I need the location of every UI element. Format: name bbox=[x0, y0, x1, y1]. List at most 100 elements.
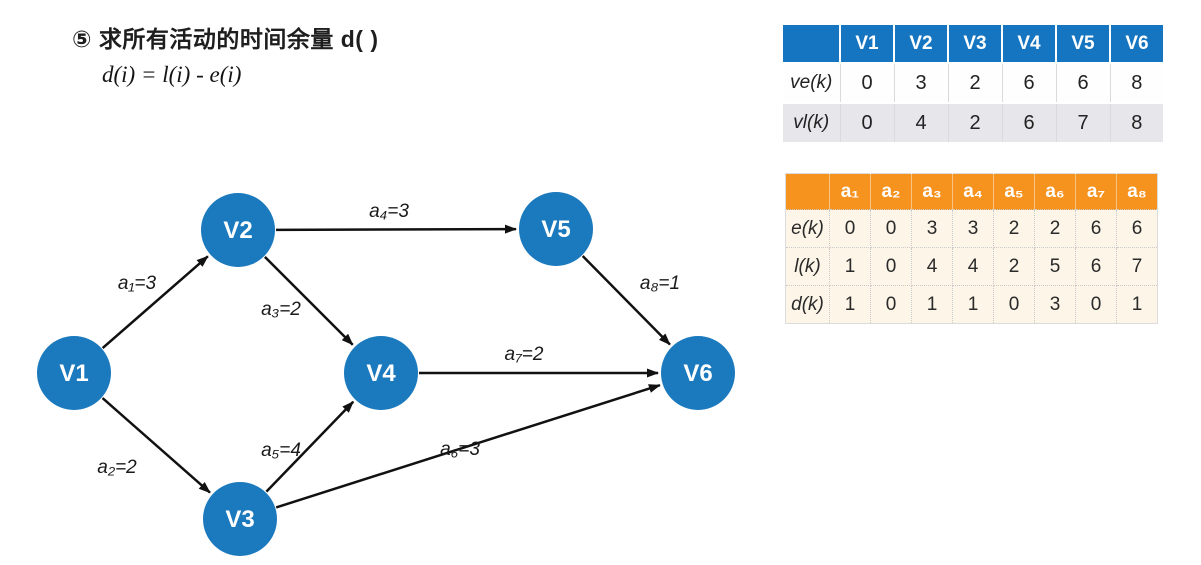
activity-table-value-cell: 1 bbox=[952, 285, 994, 324]
activity-table-value-cell: 3 bbox=[911, 209, 953, 248]
activity-table-col-header: a₆ bbox=[1034, 173, 1076, 210]
vertex-table-value-cell: 0 bbox=[839, 62, 894, 103]
vertex-table-value-cell: 7 bbox=[1055, 102, 1110, 142]
node-v5: V5 bbox=[519, 192, 593, 266]
activity-table-col-header: a₅ bbox=[993, 173, 1035, 210]
vertex-table-col-header: V4 bbox=[1001, 25, 1056, 63]
activity-table-row-label: d(k) bbox=[785, 285, 830, 324]
activity-table-value-cell: 0 bbox=[870, 209, 912, 248]
node-circle-v5 bbox=[519, 192, 593, 266]
activity-table-row-label: l(k) bbox=[785, 247, 830, 286]
node-v3: V3 bbox=[203, 482, 277, 556]
activity-table-corner-cell bbox=[785, 173, 830, 210]
activity-table-value-cell: 6 bbox=[1075, 209, 1117, 248]
activity-table-value-cell: 0 bbox=[829, 209, 871, 248]
edge-a5 bbox=[265, 400, 355, 493]
node-v2: V2 bbox=[201, 193, 275, 267]
activity-table-value-cell: 0 bbox=[870, 285, 912, 324]
node-label-v5: V5 bbox=[541, 216, 570, 243]
edge-label-a3: a₃=2 bbox=[261, 299, 301, 320]
vertex-table-value-cell: 6 bbox=[1001, 62, 1056, 103]
node-circle-v6 bbox=[661, 336, 735, 410]
page-title: ⑤ 求所有活动的时间余量 d( ) bbox=[72, 26, 379, 52]
vertex-table-col-header: V6 bbox=[1109, 25, 1163, 63]
node-label-v4: V4 bbox=[366, 360, 396, 387]
vertex-table-row-label: ve(k) bbox=[783, 62, 840, 103]
edge-label-a1: a₁=3 bbox=[118, 273, 157, 294]
vertex-table-col-header: V2 bbox=[893, 25, 948, 63]
node-label-v3: V3 bbox=[225, 506, 254, 533]
activity-table-value-cell: 3 bbox=[1034, 285, 1076, 324]
edge-label-a6: a₆=3 bbox=[440, 439, 480, 460]
activity-table-value-cell: 4 bbox=[952, 247, 994, 286]
vertex-table-value-cell: 8 bbox=[1109, 62, 1163, 103]
vertex-table-value-cell: 3 bbox=[893, 62, 948, 103]
activity-table-value-cell: 5 bbox=[1034, 247, 1076, 286]
node-circle-v1 bbox=[37, 336, 111, 410]
vertex-table-value-cell: 4 bbox=[893, 102, 948, 142]
node-circle-v3 bbox=[203, 482, 277, 556]
activity-table-col-header: a₈ bbox=[1116, 173, 1158, 210]
node-v4: V4 bbox=[344, 336, 418, 410]
activity-table-value-cell: 4 bbox=[911, 247, 953, 286]
vertex-table-value-cell: 2 bbox=[947, 102, 1002, 142]
vertex-table-col-header: V1 bbox=[839, 25, 894, 63]
activity-table-value-cell: 1 bbox=[911, 285, 953, 324]
activity-table-value-cell: 0 bbox=[870, 247, 912, 286]
activity-table-value-cell: 2 bbox=[1034, 209, 1076, 248]
vertex-table-row-label: vl(k) bbox=[783, 102, 840, 142]
activity-table-value-cell: 6 bbox=[1116, 209, 1158, 248]
node-label-v2: V2 bbox=[223, 217, 252, 244]
activity-table-value-cell: 0 bbox=[993, 285, 1035, 324]
activity-table-value-cell: 7 bbox=[1116, 247, 1158, 286]
edge-label-a2: a₂=2 bbox=[97, 457, 137, 478]
node-circle-v2 bbox=[201, 193, 275, 267]
edge-a2 bbox=[101, 397, 211, 494]
activity-table-value-cell: 1 bbox=[829, 247, 871, 286]
edge-label-a5: a₅=4 bbox=[261, 440, 301, 461]
node-label-v1: V1 bbox=[59, 360, 88, 387]
activity-table-col-header: a₁ bbox=[829, 173, 871, 210]
edge-a6 bbox=[275, 383, 661, 509]
activity-table-col-header: a₇ bbox=[1075, 173, 1117, 210]
edge-label-a7: a₇=2 bbox=[505, 344, 544, 365]
activity-table-value-cell: 1 bbox=[829, 285, 871, 324]
edge-a1 bbox=[101, 255, 209, 349]
node-label-v6: V6 bbox=[683, 360, 712, 387]
vertex-table-value-cell: 6 bbox=[1001, 102, 1056, 142]
edge-a4 bbox=[275, 224, 518, 234]
vertex-table-value-cell: 8 bbox=[1109, 102, 1163, 142]
activity-table-col-header: a₄ bbox=[952, 173, 994, 210]
edge-a3 bbox=[263, 255, 354, 346]
activity-table-col-header: a₂ bbox=[870, 173, 912, 210]
activity-table-value-cell: 2 bbox=[993, 247, 1035, 286]
node-v6: V6 bbox=[661, 336, 735, 410]
vertex-table-col-header: V3 bbox=[947, 25, 1002, 63]
activity-table-value-cell: 1 bbox=[1116, 285, 1158, 324]
node-v1: V1 bbox=[37, 336, 111, 410]
activity-table-row-label: e(k) bbox=[785, 209, 830, 248]
activity-table-value-cell: 3 bbox=[952, 209, 994, 248]
vertex-table-value-cell: 0 bbox=[839, 102, 894, 142]
node-circle-v4 bbox=[344, 336, 418, 410]
vertex-table-value-cell: 6 bbox=[1055, 62, 1110, 103]
vertex-table-corner-cell bbox=[783, 25, 840, 63]
vertex-table-value-cell: 2 bbox=[947, 62, 1002, 103]
activity-table-col-header: a₃ bbox=[911, 173, 953, 210]
activity-table-value-cell: 6 bbox=[1075, 247, 1117, 286]
activity-table-value-cell: 2 bbox=[993, 209, 1035, 248]
edge-label-a4: a₄=3 bbox=[369, 201, 409, 222]
edge-a8 bbox=[581, 255, 671, 346]
edge-label-a8: a₈=1 bbox=[640, 273, 680, 294]
activity-table-value-cell: 0 bbox=[1075, 285, 1117, 324]
